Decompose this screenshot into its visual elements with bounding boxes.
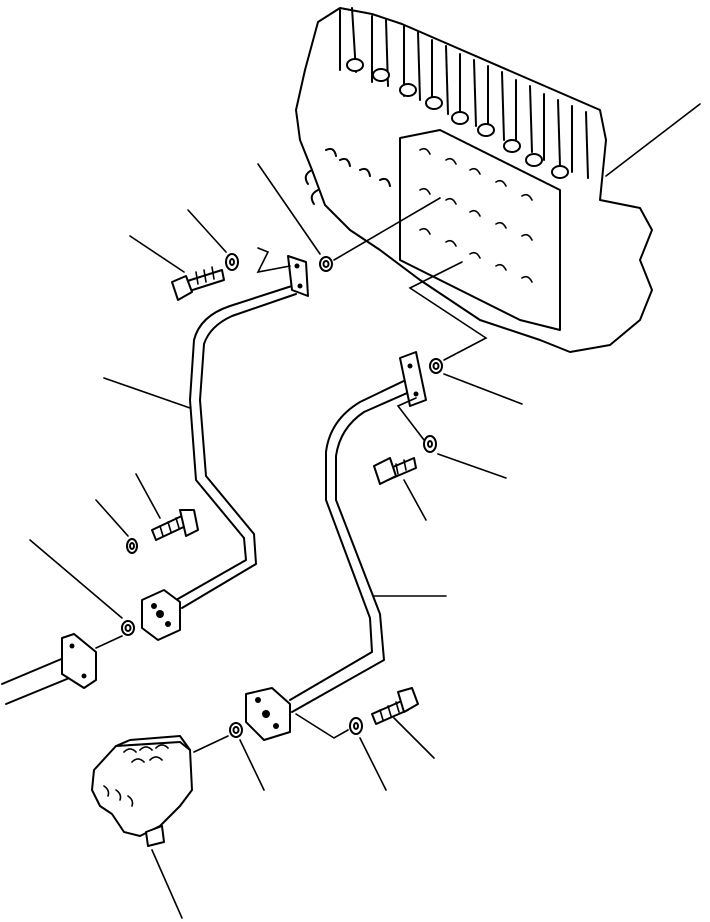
bolt-left — [151, 509, 199, 541]
o-ring-right — [429, 358, 443, 374]
leader-bolt-left — [135, 473, 161, 519]
leader-bolt-lower-right — [393, 717, 435, 759]
bolt-upper — [171, 266, 225, 301]
washer-left — [126, 538, 138, 554]
leader-o-ring-left — [29, 539, 123, 619]
leader-washer-upper — [187, 209, 227, 253]
o-ring-lower-left — [229, 722, 243, 738]
centerline-washer-right — [396, 397, 425, 441]
leader-control-valve — [605, 103, 701, 177]
bolt-right-middle — [373, 457, 417, 485]
leader-o-ring-upper — [257, 163, 321, 255]
valve-ports — [419, 147, 533, 283]
washer-upper — [225, 253, 239, 271]
washer-lower — [349, 717, 363, 735]
control-valve — [295, 7, 653, 353]
hose-left — [1, 633, 97, 705]
upper-tube-bottom-flange — [141, 589, 181, 641]
o-ring-upper — [319, 256, 333, 272]
centerline-o-ring-upper — [333, 197, 441, 261]
leader-washer-left — [95, 499, 129, 537]
washer-right — [423, 435, 437, 453]
lower-tube-top-flange — [399, 351, 427, 407]
lower-tube-bottom-flange — [245, 687, 291, 741]
centerline-o-ring-lower-left — [193, 735, 229, 753]
leader-o-ring-right — [443, 373, 523, 405]
leader-pump — [151, 849, 183, 919]
pump — [91, 735, 193, 847]
o-ring-left — [121, 620, 135, 636]
leader-o-ring-lower-left — [239, 739, 265, 791]
leader-upper-tube — [103, 377, 191, 409]
centerline-washer-lower — [295, 713, 349, 739]
leader-washer-lower — [359, 737, 387, 791]
centerline-upper-flange — [256, 247, 291, 274]
bolt-lower-right — [371, 687, 419, 725]
leader-bolt-right-middle — [403, 479, 427, 521]
centerline-hose-left — [95, 635, 123, 649]
valve-spools — [339, 7, 589, 179]
upper-tube-top-flange — [287, 255, 309, 297]
upper-tube — [175, 283, 299, 609]
leader-washer-right — [437, 453, 507, 479]
centerline-o-ring-right — [408, 261, 488, 361]
lower-tube — [289, 377, 415, 713]
leader-bolt-upper — [129, 235, 185, 273]
